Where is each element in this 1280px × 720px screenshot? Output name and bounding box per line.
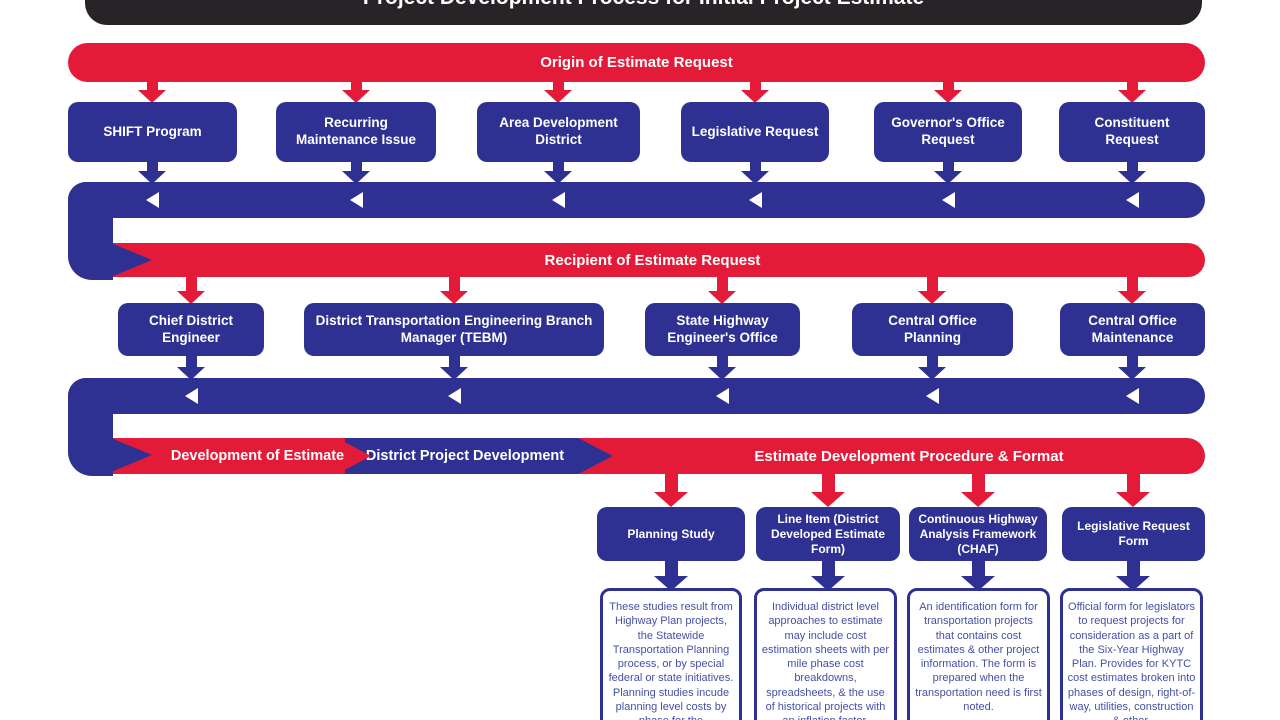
stage-chevron-district: District Project Development [345, 438, 613, 474]
down-arrow-icon [440, 276, 468, 304]
down-arrow-icon [708, 276, 736, 304]
right-arrowhead-icon [111, 243, 152, 277]
down-arrow-icon [177, 276, 205, 304]
down-arrow-icon [918, 354, 946, 380]
stage-chevron-development: Development of Estimate [110, 438, 371, 474]
elbow-connector [68, 378, 113, 476]
down-arrow-icon [544, 160, 572, 184]
down-arrow-icon [138, 81, 166, 103]
description-box: These studies result from Highway Plan p… [600, 588, 742, 720]
collector-bar [68, 378, 1205, 414]
origin-source-box: SHIFT Program [68, 102, 237, 162]
left-triangle-icon [146, 192, 159, 208]
left-triangle-icon [1126, 388, 1139, 404]
down-arrow-icon [708, 354, 736, 380]
origin-source-box: Governor's Office Request [874, 102, 1022, 162]
down-arrow-icon [961, 559, 995, 591]
recipient-banner: Recipient of Estimate Request [100, 243, 1205, 277]
origin-source-box: Recurring Maintenance Issue [276, 102, 436, 162]
description-box: An identification form for transportatio… [907, 588, 1050, 720]
down-arrow-icon [440, 354, 468, 380]
left-triangle-icon [552, 192, 565, 208]
left-triangle-icon [926, 388, 939, 404]
down-arrow-icon [1116, 473, 1150, 507]
format-box: Legislative Request Form [1062, 507, 1205, 561]
down-arrow-icon [1118, 354, 1146, 380]
down-arrow-icon [138, 160, 166, 184]
down-arrow-icon [654, 473, 688, 507]
collector-bar [68, 182, 1205, 218]
down-arrow-icon [1116, 559, 1150, 591]
down-arrow-icon [1118, 276, 1146, 304]
origin-source-box: Constituent Request [1059, 102, 1205, 162]
down-arrow-icon [741, 160, 769, 184]
down-arrow-icon [342, 81, 370, 103]
down-arrow-icon [544, 81, 572, 103]
left-triangle-icon [942, 192, 955, 208]
down-arrow-icon [1118, 160, 1146, 184]
format-box: Line Item (District Developed Estimate F… [756, 507, 900, 561]
down-arrow-icon [1118, 81, 1146, 103]
down-arrow-icon [934, 160, 962, 184]
down-arrow-icon [934, 81, 962, 103]
down-arrow-icon [811, 473, 845, 507]
down-arrow-icon [961, 473, 995, 507]
down-arrow-icon [654, 559, 688, 591]
recipient-box: District Transportation Engineering Bran… [304, 303, 604, 356]
recipient-box: Central Office Maintenance [1060, 303, 1205, 356]
left-triangle-icon [749, 192, 762, 208]
left-triangle-icon [350, 192, 363, 208]
description-box: Individual district level approaches to … [754, 588, 897, 720]
origin-source-box: Area Development District [477, 102, 640, 162]
recipient-box: Chief District Engineer [118, 303, 264, 356]
down-arrow-icon [741, 81, 769, 103]
left-triangle-icon [185, 388, 198, 404]
elbow-connector [68, 182, 113, 280]
description-box: Official form for legislators to request… [1060, 588, 1203, 720]
left-triangle-icon [716, 388, 729, 404]
down-arrow-icon [177, 354, 205, 380]
recipient-box: Central Office Planning [852, 303, 1013, 356]
page-title: Project Development Process for Initial … [85, 0, 1202, 25]
origin-banner: Origin of Estimate Request [68, 43, 1205, 82]
left-triangle-icon [1126, 192, 1139, 208]
down-arrow-icon [811, 559, 845, 591]
down-arrow-icon [342, 160, 370, 184]
origin-source-box: Legislative Request [681, 102, 829, 162]
format-box: Continuous Highway Analysis Framework (C… [909, 507, 1047, 561]
left-triangle-icon [448, 388, 461, 404]
right-arrowhead-icon [111, 438, 152, 472]
down-arrow-icon [918, 276, 946, 304]
format-box: Planning Study [597, 507, 745, 561]
procedure-banner-label: Estimate Development Procedure & Format [754, 447, 1064, 465]
recipient-box: State Highway Engineer's Office [645, 303, 800, 356]
